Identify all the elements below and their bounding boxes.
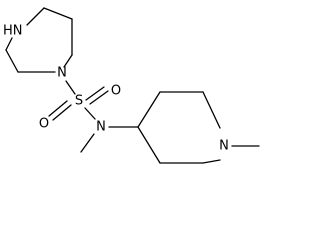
atom-label-o-left: O [39,117,49,132]
bond-s-o-right-b [89,90,109,105]
piperidine-ring [137,91,221,164]
bond-c4-c5 [5,49,19,73]
bond-c3-n [63,54,73,68]
chemical-structure-diagram: HN N S O O N N [3,7,260,164]
atom-label-s: S [75,94,83,109]
piperazine-ring [5,7,73,73]
bond-n-s [65,80,76,95]
bond-n-methyl [80,133,95,153]
bond-s-o-left-a [48,100,68,117]
bond-s-o-left-b [52,104,72,121]
bond-pip-c5-c4 [137,126,161,164]
bond-c5-nh [5,37,13,51]
atom-label-n-piperidine: N [219,139,229,154]
bond-s-n-amide [84,107,96,120]
sulfonyl-group [48,80,109,121]
amide-nitrogen-substituents [80,126,139,153]
atom-label-n-sulfonyl: N [57,66,67,81]
bond-c1-c2 [43,7,73,20]
atom-labels: HN N S O O N N [3,24,229,154]
atom-label-n-amide: N [96,120,106,135]
bond-pip-n-c6 [202,159,221,164]
atom-label-nh: HN [3,24,23,39]
atom-label-o-right: O [111,84,121,99]
bond-pip-c2-n [202,91,221,129]
bond-pip-c4-c3 [137,91,161,128]
bond-nh-c1 [26,7,45,26]
bond-s-o-right-a [85,86,105,101]
